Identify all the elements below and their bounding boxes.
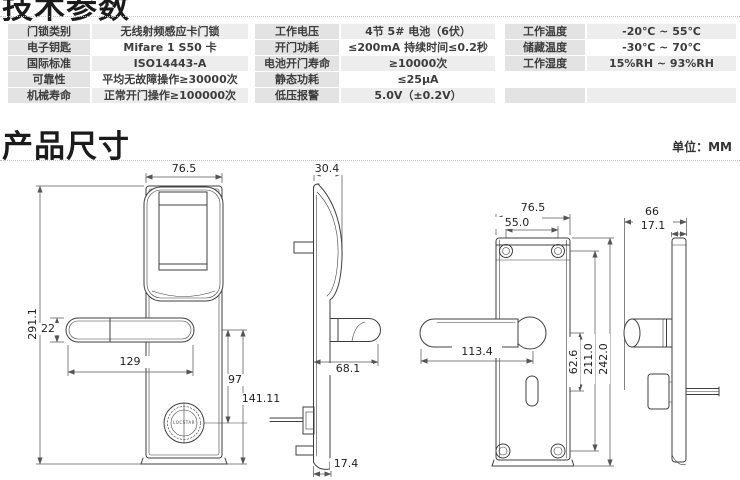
dim-side-exterior-handle-depth: 68.1 xyxy=(323,363,373,375)
spec-value: ISO14443-A xyxy=(92,56,248,71)
dim-front-interior-screw-to-screw: 211.0 xyxy=(582,334,595,384)
table-row: 静态功耗 ≤25μA xyxy=(255,72,495,87)
spec-label: 机械寿命 xyxy=(8,88,90,103)
dim-front-exterior-handle-length: 129 xyxy=(105,356,155,368)
spec-value: 15%RH ~ 93%RH xyxy=(587,56,736,71)
table-row: 工作湿度 15%RH ~ 93%RH xyxy=(505,56,736,71)
spec-label: 工作电压 xyxy=(255,24,339,39)
spec-label: 电池开门寿命 xyxy=(255,56,339,71)
spec-label: 低压报警 xyxy=(255,88,339,103)
unit-note: 单位：MM xyxy=(672,140,732,154)
spec-value xyxy=(587,88,736,103)
spec-value: ≥10000次 xyxy=(341,56,495,71)
table-row: 机械寿命 正常开门操作≥100000次 xyxy=(8,88,248,103)
table-row: 电子钥匙 Mifare 1 S50 卡 xyxy=(8,40,248,55)
spec-label: 储藏温度 xyxy=(505,40,585,55)
dim-front-interior-handle-to-keyhole: 62.6 xyxy=(567,337,580,387)
spec-value: -30℃ ~ 70℃ xyxy=(622,41,701,54)
spec-label: 静态功耗 xyxy=(255,72,339,87)
spec-table-power: 工作电压 4节 5# 电池（6伏） 开门功耗 ≤200mA 持续时间≤0.2秒 … xyxy=(255,24,495,103)
spec-table-lock-info: 门锁类别 无线射频感应卡门锁 电子钥匙 Mifare 1 S50 卡 国际标准 … xyxy=(8,24,248,103)
dim-front-exterior-handle-height: 22 xyxy=(36,323,60,335)
dim-side-exterior-depth: 30.4 xyxy=(302,163,352,175)
spec-value: 4节 5# 电池（6伏） xyxy=(341,24,495,39)
dim-front-interior-width: 76.5 xyxy=(508,202,558,214)
divider-dimensions xyxy=(0,160,740,161)
dim-front-interior-handle-length: 113.4 xyxy=(452,346,502,358)
spec-label xyxy=(505,72,585,87)
spec-label: 工作湿度 xyxy=(505,56,585,71)
spec-value: 5.0V（±0.2V） xyxy=(341,88,495,103)
table-row: 储藏温度 -30℃ ~ 70℃ xyxy=(505,40,736,55)
table-row: 低压报警 5.0V（±0.2V） xyxy=(255,88,495,103)
spec-label: 可靠性 xyxy=(8,72,90,87)
drawing-front-exterior xyxy=(36,173,248,465)
dim-side-interior-thickness: 17.1 xyxy=(633,220,673,232)
spec-label: 电子钥匙 xyxy=(8,40,90,55)
dim-side-exterior-thickness: 17.4 xyxy=(330,458,362,470)
spec-value: 无线射频感应卡门锁 xyxy=(92,24,248,39)
table-row xyxy=(505,72,736,87)
product-dimensions-heading: 产品尺寸 xyxy=(2,129,130,165)
spec-value: ≤200mA 持续时间≤0.2秒 xyxy=(348,41,488,54)
dim-side-interior-depth: 66 xyxy=(638,206,666,218)
spec-label: 门锁类别 xyxy=(8,24,90,39)
drawing-side-exterior xyxy=(269,170,381,477)
spec-value: 正常开门操作≥100000次 xyxy=(92,88,248,103)
dim-front-exterior-handle-to-knob: 97 xyxy=(223,374,247,386)
dim-front-exterior-width: 76.5 xyxy=(159,163,209,175)
spec-value: ≤25μA xyxy=(397,73,439,86)
table-row: 国际标准 ISO14443-A xyxy=(8,56,248,71)
spec-table-environment: 工作温度 -20℃ ~ 55℃ 储藏温度 -30℃ ~ 70℃ 工作湿度 15%… xyxy=(505,24,736,103)
spec-label: 国际标准 xyxy=(8,56,90,71)
table-row: 可靠性 平均无故障操作≥30000次 xyxy=(8,72,248,87)
table-row: 门锁类别 无线射频感应卡门锁 xyxy=(8,24,248,39)
spec-value: -20℃ ~ 55℃ xyxy=(587,24,736,39)
dim-front-interior-screw-span: 55.0 xyxy=(492,217,542,229)
tech-params-heading: 技术参数 xyxy=(2,0,130,26)
table-row: 电池开门寿命 ≥10000次 xyxy=(255,56,495,71)
divider-top xyxy=(0,16,740,17)
table-row xyxy=(505,88,736,103)
spec-value: 平均无故障操作≥30000次 xyxy=(102,73,238,86)
table-row: 开门功耗 ≤200mA 持续时间≤0.2秒 xyxy=(255,40,495,55)
spec-value: Mifare 1 S50 卡 xyxy=(123,41,217,54)
table-row: 工作温度 -20℃ ~ 55℃ xyxy=(505,24,736,39)
knob-brand-label: LOCSTAR xyxy=(173,420,195,425)
dim-front-interior-height: 242.0 xyxy=(597,334,610,384)
spec-label: 工作温度 xyxy=(505,24,585,39)
drawing-side-interior xyxy=(623,218,720,465)
table-row: 工作电压 4节 5# 电池（6伏） xyxy=(255,24,495,39)
spec-value xyxy=(587,72,736,87)
drawing-front-interior xyxy=(419,214,614,467)
spec-label: 开门功耗 xyxy=(255,40,339,55)
dimension-drawings-svg xyxy=(36,170,720,477)
dim-front-exterior-handle-to-bottom: 141.11 xyxy=(236,393,286,405)
spec-label xyxy=(505,88,585,103)
